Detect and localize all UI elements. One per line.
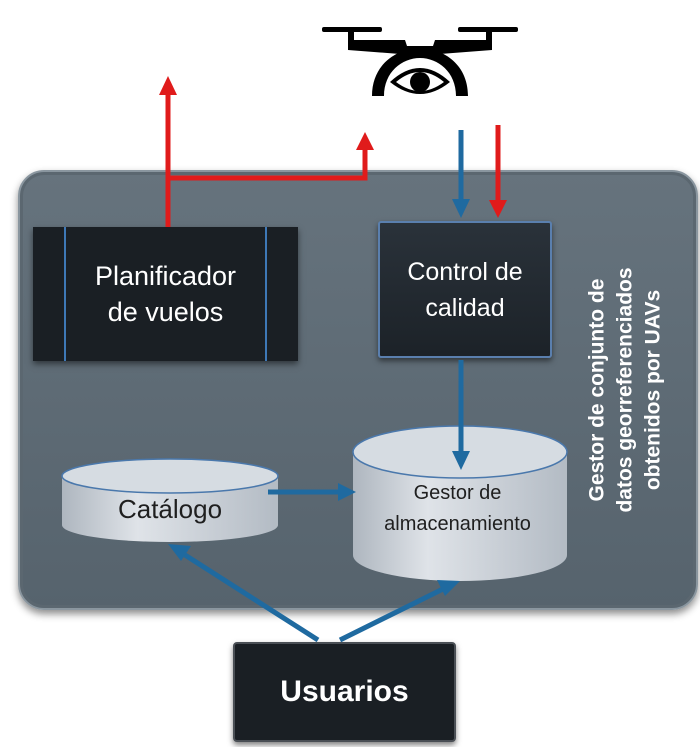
flight-planner-box: Planificador de vuelos bbox=[33, 227, 298, 361]
quality-control-label: Control de calidad bbox=[407, 257, 523, 322]
storage-manager-label: Gestor de almacenamiento bbox=[384, 482, 531, 535]
catalog-cylinder bbox=[61, 458, 279, 542]
flight-planner-label: Planificador de vuelos bbox=[94, 261, 237, 327]
users-box: Usuarios bbox=[233, 642, 456, 742]
box-divider bbox=[265, 227, 267, 361]
system-title: Gestor de conjunto de datos georreferenc… bbox=[586, 266, 665, 513]
drone-with-camera-icon bbox=[322, 27, 518, 96]
users-to-catalog-arrow bbox=[183, 552, 320, 643]
box-divider bbox=[64, 227, 66, 361]
catalog-label: Catálogo bbox=[117, 494, 223, 524]
users-to-storage-arrow bbox=[338, 585, 447, 643]
quality-control-box: Control de calidad bbox=[378, 221, 552, 358]
users-label: Usuarios bbox=[280, 675, 409, 708]
planner-to-drone-arrow bbox=[168, 145, 368, 181]
